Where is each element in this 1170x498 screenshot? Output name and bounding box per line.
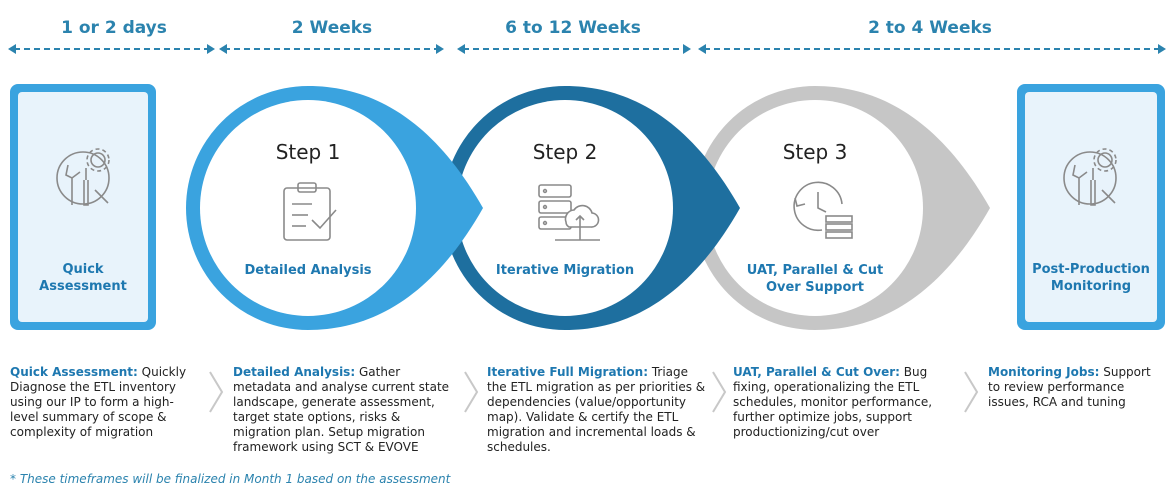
desc-monitoring: Monitoring Jobs: Support to review perfo… — [988, 365, 1151, 409]
clipboard-checklist-icon — [283, 182, 337, 241]
tools-gear-icon — [1063, 148, 1117, 206]
left-card-title: Quick Assessment — [39, 262, 127, 294]
chevron-3 — [712, 371, 727, 413]
clock-stack-icon — [793, 181, 853, 239]
desc-detailed-analysis: Detailed Analysis: Gather metadata and a… — [233, 365, 450, 454]
footnote: * These timeframes will be finalized in … — [10, 472, 451, 486]
tools-gear-icon — [56, 148, 110, 206]
step2-label: Step 2 — [532, 140, 598, 164]
chevron-2 — [464, 371, 479, 413]
step2-title: Iterative Migration — [495, 263, 635, 278]
timeline-label-1: 1 or 2 days — [61, 18, 167, 38]
timeline-label-3: 6 to 12 Weeks — [505, 18, 641, 38]
step3-title: UAT, Parallel & Cut Over Support — [746, 263, 884, 295]
desc-uat-cutover: UAT, Parallel & Cut Over: Bug fixing, op… — [733, 365, 933, 439]
right-card-title: Post-Production Monitoring — [1032, 262, 1150, 294]
desc-iterative-migration: Iterative Full Migration: Triage the ETL… — [487, 365, 706, 454]
server-cloud-icon — [538, 184, 600, 241]
step1-label: Step 1 — [275, 140, 341, 164]
chevron-1 — [209, 371, 224, 413]
step1-title: Detailed Analysis — [244, 263, 372, 278]
timeline-label-2: 2 Weeks — [291, 18, 373, 38]
timeline-label-4: 2 to 4 Weeks — [868, 18, 992, 38]
step3-label: Step 3 — [782, 140, 848, 164]
chevron-4 — [964, 371, 979, 413]
desc-quick-assessment: Quick Assessment: Quickly Diagnose the E… — [10, 365, 187, 439]
